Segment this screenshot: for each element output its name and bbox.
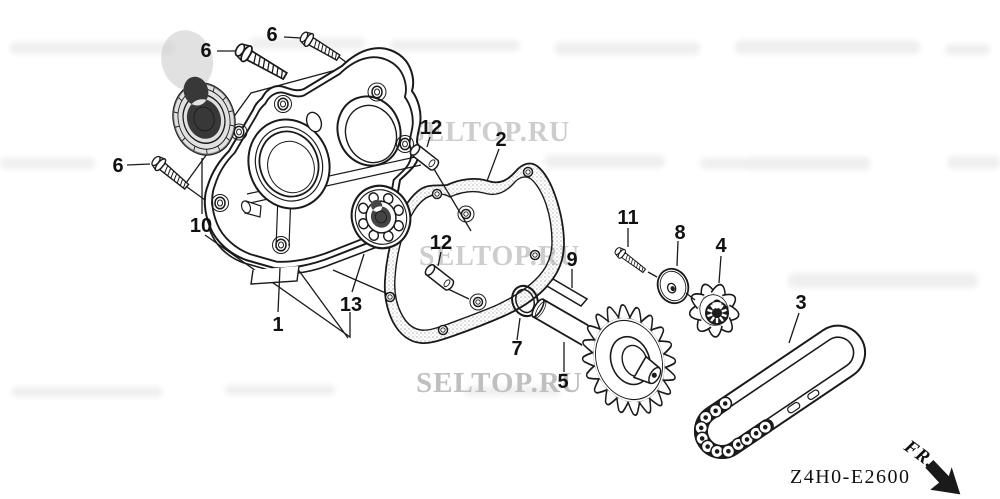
callout-8: 8 [674,222,685,244]
fr-arrow-icon [925,459,961,495]
gasket-part [383,162,565,345]
cover-bore-large [247,118,331,210]
watermark-bottom: SELTOP.RU [416,367,583,399]
drive-chain-part [694,324,867,459]
drive-sprocket-part [687,281,741,338]
cover-bore-small [336,95,402,167]
shaft-pin-part [545,278,589,307]
callout-3: 3 [795,292,806,314]
callout-6b: 6 [200,40,211,62]
callout-10: 10 [190,215,212,237]
callout-13: 13 [340,294,362,316]
callout-6c: 6 [112,155,123,177]
ghost-noise-texture [0,38,1000,397]
o-ring-part [511,284,539,318]
small-bolt-part [612,244,648,276]
callout-2: 2 [495,129,506,151]
flange-bolt-left [148,152,192,193]
gasket-bolt-holes [384,166,541,336]
cover-bolt-holes [211,82,414,254]
callout-1: 1 [272,314,283,336]
shaft-stub [632,355,662,385]
callout-7: 7 [511,338,522,360]
ball-bearing-part [350,184,412,250]
oil-seal-part [161,30,236,156]
spline-bore [705,299,729,325]
cover-center-hole [305,111,323,133]
diagram-code: Z4H0-E2600 [790,466,911,488]
callout-5: 5 [557,371,568,393]
leader-lines [126,36,800,372]
callout-labels: 6 6 6 10 1 13 12 12 2 9 7 5 11 8 4 3 [112,24,806,393]
watermark-top: SELTOP.RU [409,117,570,148]
callout-12b: 12 [430,232,452,254]
pump-cover-part [203,47,422,285]
callout-11: 11 [617,207,638,229]
callout-9: 9 [566,249,577,271]
callout-4: 4 [715,235,727,257]
callout-12a: 12 [420,117,442,139]
callout-6a: 6 [266,24,277,46]
washer-part [656,267,690,305]
pump-sprocket-gear [580,303,678,417]
cover-boss [240,200,262,218]
pump-shaft-sprocket-part [531,298,678,417]
chain-rollers [694,396,773,459]
